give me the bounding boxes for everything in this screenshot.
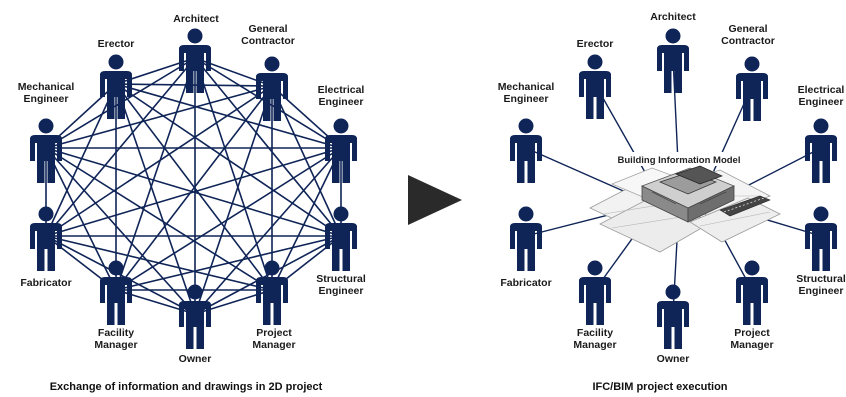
- connection-line: [194, 147, 342, 315]
- person-icon-owner: [657, 284, 689, 349]
- participant-label: Architect: [173, 13, 219, 25]
- connection-line: [45, 147, 117, 291]
- participant-label: Project: [734, 327, 770, 339]
- right-participants: ArchitectGeneralContractorElectricalEngi…: [498, 11, 846, 365]
- participant-label: Engineer: [504, 93, 549, 105]
- person-icon-mechanical-engineer: [510, 118, 542, 183]
- person-icon-fabricator: [30, 206, 62, 271]
- bim-title-backdrop: [604, 152, 754, 166]
- participant-label: Manager: [573, 339, 616, 351]
- person-icon-erector: [579, 54, 611, 119]
- participant-label: Manager: [730, 339, 773, 351]
- participant-label: Erector: [98, 38, 135, 50]
- person-icon-architect: [179, 28, 211, 93]
- connection-line: [45, 147, 342, 237]
- participant-label: General: [248, 23, 287, 35]
- person-icon-general-contractor: [736, 56, 768, 121]
- participant-label: Mechanical: [18, 81, 75, 93]
- participant-label: Electrical: [318, 84, 365, 96]
- participant-label: Manager: [252, 339, 295, 351]
- connection-line: [115, 57, 196, 291]
- connection-line: [194, 57, 342, 237]
- connection-line: [45, 235, 196, 315]
- left-mesh-connections: [45, 57, 342, 315]
- participant-label: Fabricator: [20, 277, 71, 289]
- right-caption: IFC/BIM project execution: [592, 381, 727, 393]
- participant-label: Structural: [796, 273, 846, 285]
- hub-connection-line: [672, 57, 679, 167]
- hub-connection-line: [525, 147, 624, 192]
- person-icon-electrical-engineer: [325, 118, 357, 183]
- participant-label: Erector: [577, 38, 614, 50]
- participant-label: Contractor: [721, 35, 775, 47]
- person-icon-project-manager: [256, 260, 288, 325]
- person-icon-facility-manager: [579, 260, 611, 325]
- connection-line: [45, 147, 196, 315]
- participant-label: Engineer: [319, 285, 364, 297]
- building-3d-model: [640, 165, 771, 223]
- participant-label: General: [728, 23, 767, 35]
- participant-label: Engineer: [799, 96, 844, 108]
- person-icon-architect: [657, 28, 689, 93]
- participant-label: Engineer: [24, 93, 69, 105]
- left-participants: ArchitectGeneralContractorElectricalEngi…: [18, 13, 366, 365]
- participant-label: Mechanical: [498, 81, 555, 93]
- person-icon-structural-engineer: [325, 206, 357, 271]
- participant-label: Engineer: [319, 96, 364, 108]
- connection-line: [115, 83, 342, 149]
- person-icon-owner: [179, 284, 211, 349]
- participant-label: Owner: [657, 353, 690, 365]
- connection-line: [271, 85, 342, 237]
- connection-line: [45, 85, 273, 149]
- connection-line: [115, 83, 273, 87]
- connection-line: [45, 83, 117, 237]
- connection-line: [194, 57, 273, 291]
- participant-label: Facility: [577, 327, 613, 339]
- person-icon-fabricator: [510, 206, 542, 271]
- connection-line: [45, 235, 273, 291]
- participant-label: Fabricator: [500, 277, 551, 289]
- connection-line: [115, 83, 342, 237]
- person-icon-facility-manager: [100, 260, 132, 325]
- connection-line: [115, 83, 196, 315]
- participant-label: Project: [256, 327, 292, 339]
- person-icon-project-manager: [736, 260, 768, 325]
- connection-line: [115, 147, 342, 291]
- bim-title: Building Information Model: [618, 155, 741, 166]
- bim-model-illustration: Building Information Model: [589, 152, 781, 253]
- play-triangle-icon: [408, 175, 462, 225]
- connection-line: [45, 57, 196, 237]
- connection-line: [45, 85, 273, 237]
- person-icon-mechanical-engineer: [30, 118, 62, 183]
- participant-label: Facility: [98, 327, 134, 339]
- participant-label: Contractor: [241, 35, 295, 47]
- participant-label: Electrical: [798, 84, 845, 96]
- connection-line: [194, 235, 342, 315]
- connection-line: [45, 147, 273, 291]
- participant-label: Architect: [650, 11, 696, 23]
- person-icon-electrical-engineer: [805, 118, 837, 183]
- participant-label: Structural: [316, 273, 366, 285]
- person-icon-structural-engineer: [805, 206, 837, 271]
- connection-line: [115, 83, 273, 291]
- participant-label: Manager: [94, 339, 137, 351]
- participant-label: Owner: [179, 353, 212, 365]
- participant-label: Engineer: [799, 285, 844, 297]
- person-icon-erector: [100, 54, 132, 119]
- left-caption: Exchange of information and drawings in …: [50, 381, 323, 393]
- person-icon-general-contractor: [256, 56, 288, 121]
